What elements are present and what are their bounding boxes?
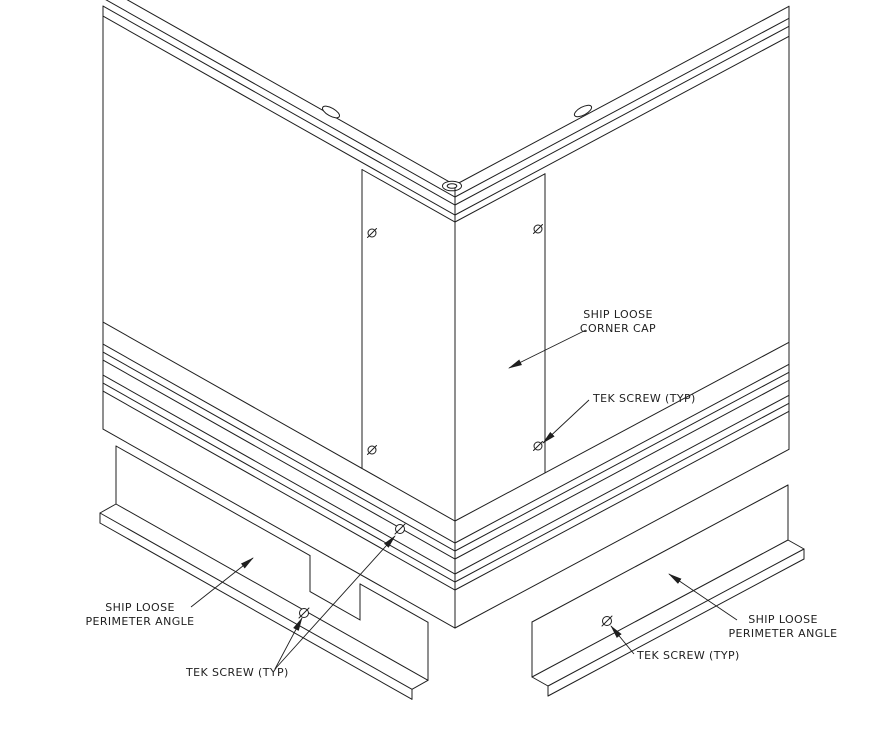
callout-label: TEK SCREW (TYP) xyxy=(185,666,289,679)
leader-line xyxy=(610,625,635,655)
callouts: SHIP LOOSE CORNER CAP TEK SCREW (TYP) SH… xyxy=(85,308,837,679)
perimeter-angle-right-part xyxy=(531,484,805,697)
tek-screw xyxy=(533,441,543,451)
base-line xyxy=(102,351,790,552)
callout-label: TEK SCREW (TYP) xyxy=(592,392,696,405)
base-band xyxy=(102,321,790,629)
roof-line xyxy=(126,0,790,186)
callout-label: SHIP LOOSE xyxy=(583,308,653,321)
cap-top-edge xyxy=(361,169,546,223)
main-unit xyxy=(102,0,790,629)
angle-flange-end xyxy=(411,679,429,690)
base-line xyxy=(102,343,790,544)
corner-fastener-icon xyxy=(446,183,458,189)
angle-flange-lip xyxy=(547,558,805,697)
roof-line xyxy=(102,5,790,206)
leader-line xyxy=(542,399,590,444)
angle-flange-end xyxy=(531,676,549,687)
roof-fastener-icon xyxy=(322,105,340,119)
leader-line xyxy=(274,617,303,670)
callout-perimeter-angle-right: SHIP LOOSE PERIMETER ANGLE xyxy=(668,573,837,640)
angle-top-edge xyxy=(359,583,429,623)
perimeter-angle-left-part xyxy=(99,445,429,700)
base-line xyxy=(102,382,790,583)
roof-edge-band xyxy=(102,0,790,216)
angle-bottom-edge xyxy=(115,503,429,681)
tek-screw xyxy=(394,523,406,535)
screw-slot xyxy=(533,224,543,234)
callout-label: CORNER CAP xyxy=(580,322,656,335)
callout-label: SHIP LOOSE xyxy=(105,601,175,614)
angle-flange-end xyxy=(99,503,117,514)
roof-line xyxy=(105,0,790,198)
tek-screw xyxy=(601,615,613,627)
angle-top-edge xyxy=(115,445,311,557)
callout-label: PERIMETER ANGLE xyxy=(728,627,837,640)
bottom-edge xyxy=(102,428,790,629)
angle-top-edge xyxy=(531,484,789,623)
roof-fastener-icon xyxy=(573,104,593,118)
base-line xyxy=(102,359,790,560)
tek-screw xyxy=(367,228,377,238)
tek-screw xyxy=(367,445,377,455)
callout-tek-screw-lower-right: TEK SCREW (TYP) xyxy=(610,625,740,662)
callout-label: SHIP LOOSE xyxy=(748,613,818,626)
screw-slot xyxy=(533,441,543,451)
base-line xyxy=(102,321,790,522)
callout-label: PERIMETER ANGLE xyxy=(85,615,194,628)
callout-perimeter-angle-left: SHIP LOOSE PERIMETER ANGLE xyxy=(85,557,254,628)
angle-flange-end xyxy=(787,539,805,550)
callout-tek-screw-lower-left: TEK SCREW (TYP) xyxy=(185,535,396,679)
tek-screw xyxy=(533,224,543,234)
base-line xyxy=(102,390,790,591)
screw-slot xyxy=(298,607,310,619)
tek-screw xyxy=(298,607,310,619)
leader-line xyxy=(508,329,587,369)
corner-cap xyxy=(361,169,546,474)
callout-corner-cap: SHIP LOOSE CORNER CAP xyxy=(508,308,656,369)
callout-label: TEK SCREW (TYP) xyxy=(636,649,740,662)
screw-slot xyxy=(601,615,613,627)
leader-line xyxy=(190,557,254,608)
callout-tek-screw-upper-right: TEK SCREW (TYP) xyxy=(542,392,696,444)
angle-flange-edge xyxy=(99,512,413,690)
angle-flange-edge xyxy=(547,548,805,687)
leader-line xyxy=(668,573,738,621)
screw-slot xyxy=(367,228,377,238)
angle-bottom-edge xyxy=(531,539,789,678)
screw-slot xyxy=(367,445,377,455)
leader-line xyxy=(274,535,396,670)
wall-edges xyxy=(102,5,790,629)
screw-slot xyxy=(394,523,406,535)
base-line xyxy=(102,374,790,575)
angle-notch xyxy=(309,555,361,621)
angle-flange-lip xyxy=(99,522,413,700)
